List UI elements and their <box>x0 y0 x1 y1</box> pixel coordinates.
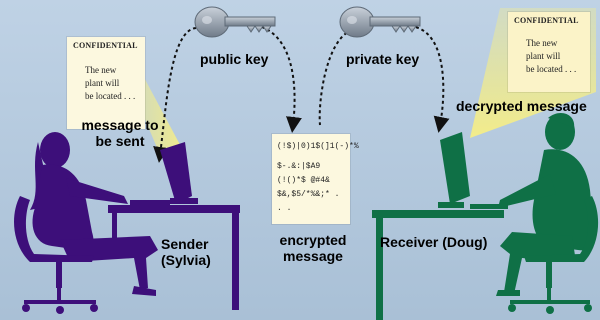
encrypted-message-label: encrypted message <box>270 232 356 264</box>
private-key-label: private key <box>346 51 420 67</box>
document-line: plant will <box>526 51 561 61</box>
receiver-label: Receiver (Doug) <box>380 234 488 250</box>
sender-chair <box>14 196 95 262</box>
public-key-path-left <box>153 27 197 163</box>
encrypted-line: (!$)|0)1$(]1(-)*% <box>277 142 359 151</box>
encrypted-line: $-.&:|$A9 <box>277 162 321 171</box>
receiver-figure <box>372 113 599 320</box>
private-key-icon <box>339 6 421 38</box>
label-line: be sent <box>95 133 145 149</box>
private-key-path-right <box>409 25 450 133</box>
document-line: The new <box>526 38 558 48</box>
receiver-confidential-document: CONFIDENTIAL The new plant will be locat… <box>508 12 590 92</box>
sender-arm <box>66 178 128 204</box>
document-line: be located . . . <box>85 91 136 101</box>
label-line: message <box>283 248 343 264</box>
label-line: encrypted <box>279 232 347 248</box>
document-line: be located . . . <box>526 64 577 74</box>
public-key-label: public key <box>200 51 269 67</box>
label-line: message to <box>81 117 159 133</box>
decrypted-message-label: decrypted message <box>456 98 587 114</box>
receiver-monitor <box>440 132 470 204</box>
receiver-chair <box>524 196 599 262</box>
document-line: plant will <box>85 78 120 88</box>
sender-desk <box>108 205 240 213</box>
sender-confidential-document: CONFIDENTIAL The new plant will be locat… <box>67 37 145 129</box>
private-key-path-left <box>318 19 363 126</box>
public-key-path-right <box>249 23 302 133</box>
encrypted-line: $&,$5/*%&;* . . . <box>277 190 340 213</box>
sender-label: Sender (Sylvia) <box>161 236 211 268</box>
label-line: (Sylvia) <box>161 252 211 268</box>
receiver-body <box>532 149 595 251</box>
public-key-icon <box>194 6 276 38</box>
document-heading: CONFIDENTIAL <box>73 41 138 50</box>
sender-figure <box>14 132 240 314</box>
document-line: The new <box>85 65 117 75</box>
receiver-arm <box>498 174 556 208</box>
label-line: Sender <box>161 236 209 252</box>
receiver-desk <box>372 210 504 218</box>
message-to-be-sent-label: message to be sent <box>68 117 172 149</box>
sender-body <box>32 164 94 251</box>
encrypted-line: (!()*$ @#4& <box>277 176 330 185</box>
receiver-legs <box>500 232 576 294</box>
sender-head <box>40 132 70 168</box>
sender-legs <box>60 236 158 290</box>
encrypted-document: (!$)|0)1$(]1(-)*% $-.&:|$A9 (!()*$ @#4& … <box>272 134 359 224</box>
document-heading: CONFIDENTIAL <box>514 16 579 25</box>
sender-monitor <box>160 142 192 204</box>
